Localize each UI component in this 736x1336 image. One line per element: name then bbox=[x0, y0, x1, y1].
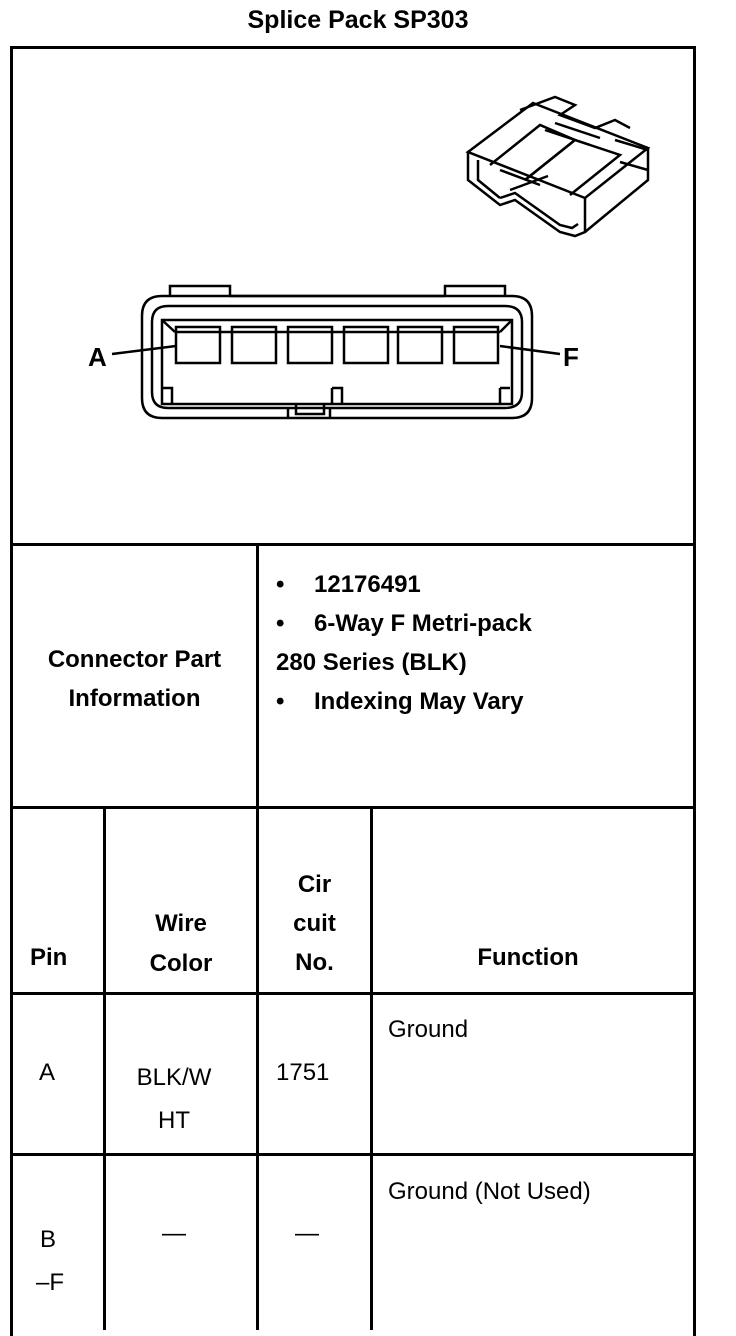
divider bbox=[10, 992, 696, 995]
function-cell: Ground (Not Used) bbox=[388, 1178, 591, 1205]
header-function: Function bbox=[477, 944, 579, 971]
circuit-cell: — bbox=[295, 1220, 319, 1247]
divider bbox=[370, 806, 373, 1330]
connector-info-label: Connector Part Information bbox=[47, 646, 222, 712]
pin-cell: A bbox=[39, 1059, 56, 1086]
divider bbox=[10, 806, 696, 809]
table-frame bbox=[10, 46, 696, 1336]
list-item-continuation: 280 Series (BLK) bbox=[276, 649, 467, 676]
pin-cell: B –F bbox=[36, 1226, 65, 1296]
connector-diagram: A F bbox=[88, 95, 651, 420]
wire-color-cell: — bbox=[162, 1220, 186, 1247]
connector-3d-view bbox=[465, 95, 651, 238]
divider bbox=[10, 1153, 696, 1156]
connector-info-list: •12176491 •6-Way F Metri-pack 280 Series… bbox=[276, 565, 532, 721]
header-pin: Pin bbox=[30, 944, 68, 971]
pin-a-label: A bbox=[88, 342, 107, 372]
header-circuit-no: Cir cuit No. bbox=[293, 871, 336, 976]
divider bbox=[103, 806, 106, 1330]
list-item: •12176491 bbox=[276, 571, 421, 598]
header-wire-color: Wire Color bbox=[149, 910, 213, 977]
function-cell: Ground bbox=[388, 1016, 469, 1043]
page-title: Splice Pack SP303 bbox=[247, 6, 469, 34]
connector-front-view bbox=[111, 284, 561, 420]
divider bbox=[10, 543, 696, 546]
list-item: •Indexing May Vary bbox=[276, 688, 524, 715]
list-item: •6-Way F Metri-pack bbox=[276, 610, 532, 637]
wire-color-cell: BLK/W HT bbox=[136, 1064, 212, 1134]
divider bbox=[256, 543, 259, 809]
pin-f-label: F bbox=[563, 342, 579, 372]
circuit-cell: 1751 bbox=[276, 1059, 330, 1086]
divider bbox=[256, 806, 259, 1330]
